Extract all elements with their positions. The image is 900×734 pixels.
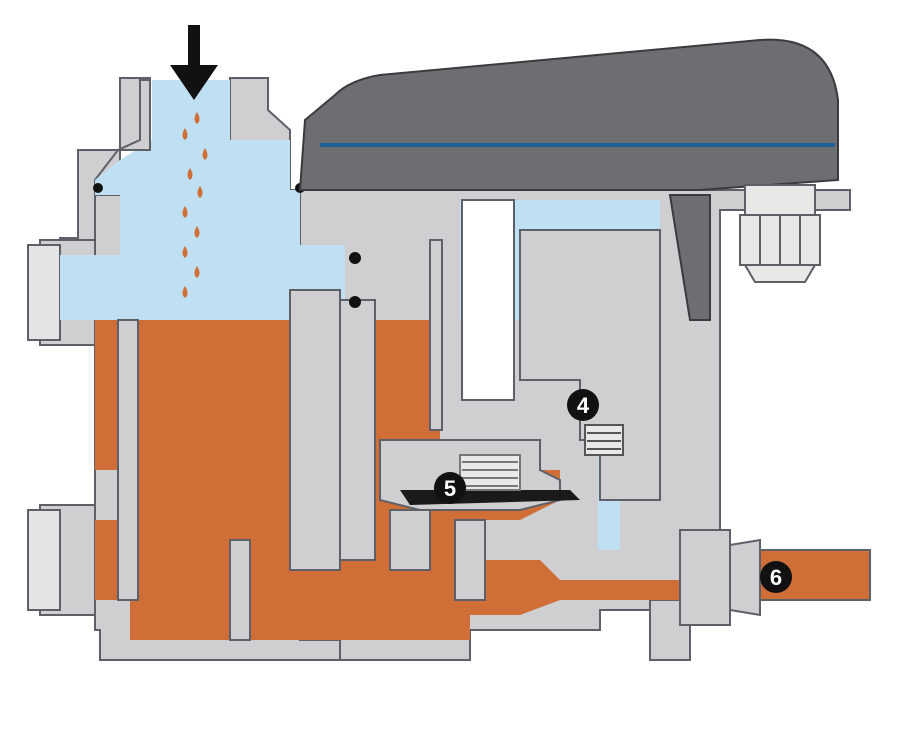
- callout-4-label: 4: [577, 393, 590, 418]
- pilot-spring: [584, 424, 624, 456]
- callout-6: 6: [760, 561, 792, 593]
- callout-5: 5: [434, 472, 466, 504]
- callout-4: 4: [567, 389, 599, 421]
- outlet-hose-barb: [679, 529, 871, 626]
- spring-icon: [459, 454, 521, 491]
- callout-6-label: 6: [770, 565, 782, 590]
- electronics-cover: [298, 38, 839, 321]
- callout-5-label: 5: [444, 476, 456, 501]
- condensate-droplets: [182, 112, 208, 298]
- side-fittings: [27, 244, 61, 611]
- gland-fitting-icon: [739, 184, 821, 283]
- flow-arrow-icon: [170, 25, 218, 100]
